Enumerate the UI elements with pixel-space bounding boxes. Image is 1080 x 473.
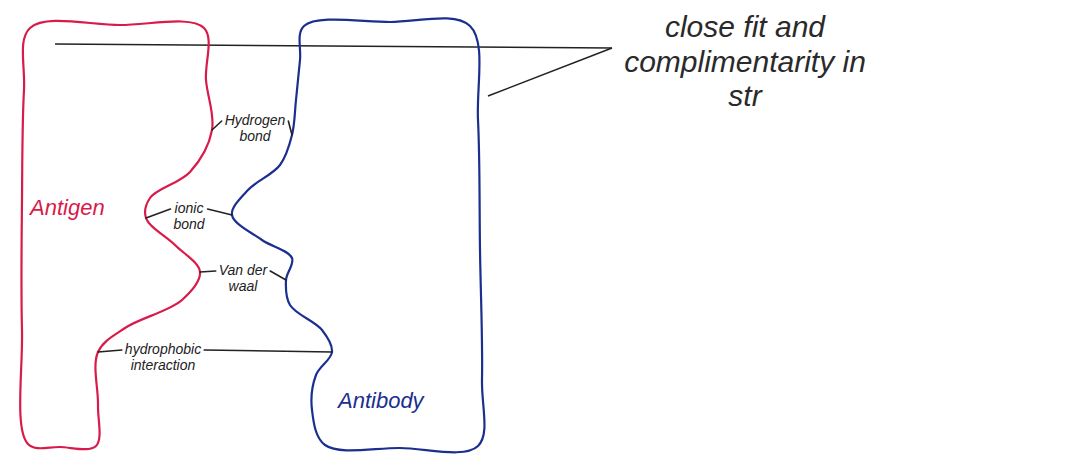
- bond-label-box: hydrophobic interaction: [108, 341, 218, 373]
- bond-label: ionic bond: [173, 200, 204, 232]
- bond-label: Hydrogen bond: [225, 112, 286, 144]
- bond-label-box: ionic bond: [164, 200, 214, 232]
- leader-line: [55, 44, 612, 48]
- node-title: Antigen: [30, 195, 130, 220]
- bond-label: Van der waal: [219, 262, 268, 294]
- shape-outline-path: [232, 18, 485, 452]
- bond-label-box: Van der waal: [210, 262, 276, 294]
- bond-label-box: Hydrogen bond: [222, 112, 288, 144]
- bond-label: hydrophobic interaction: [125, 341, 201, 373]
- bond-connector: [212, 121, 292, 135]
- antigen-shape: Antigen: [16, 20, 218, 452]
- shape-outline-path: [20, 21, 212, 449]
- leader-line: [488, 48, 612, 96]
- shape-outline: [16, 20, 218, 452]
- node-title: Antibody: [338, 388, 468, 413]
- bond-connector: [98, 350, 332, 352]
- bond-connector: [146, 209, 232, 218]
- bond-connector: [200, 271, 286, 280]
- antibody-shape: Antibody: [226, 18, 488, 454]
- note-text: close fit and complimentarity in str: [620, 10, 870, 114]
